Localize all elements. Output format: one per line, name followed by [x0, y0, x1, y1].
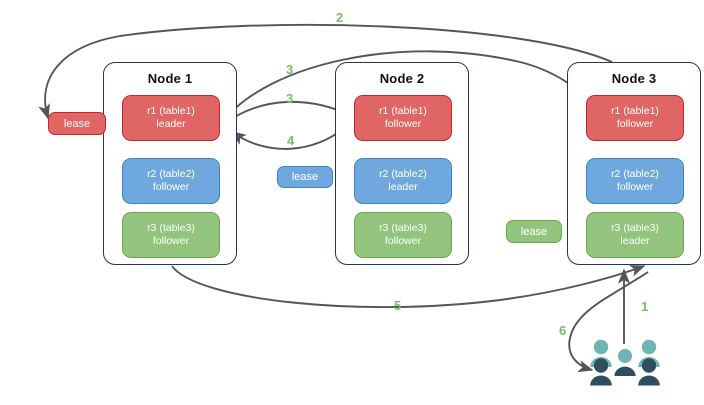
- node-title: Node 2: [379, 71, 425, 86]
- replica-role: leader: [388, 181, 418, 193]
- replica-role: follower: [616, 118, 654, 130]
- replica-r1[interactable]: r1 (table1) leader: [122, 95, 220, 141]
- replica-r3[interactable]: r3 (table3) follower: [354, 212, 452, 258]
- lease-label: lease: [520, 225, 548, 238]
- replica-name: r1 (table1): [611, 105, 659, 117]
- arrow-step-2: [38, 23, 613, 120]
- lease-label: lease: [291, 171, 319, 183]
- people-front-row: [590, 358, 660, 386]
- lease-label: lease: [63, 117, 91, 130]
- node-container-node2[interactable]: Node 2 r1 (table1) follower r2 (table2) …: [335, 62, 469, 265]
- replica-role: follower: [384, 118, 422, 130]
- lease-badge-red[interactable]: lease: [48, 112, 106, 135]
- step-label-1: 1: [641, 299, 649, 314]
- replica-role: follower: [616, 181, 654, 193]
- step-label-4: 4: [287, 133, 295, 148]
- replica-r2[interactable]: r2 (table2) follower: [122, 158, 220, 204]
- node-container-node1[interactable]: Node 1 r1 (table1) leader r2 (table2) fo…: [103, 62, 237, 265]
- replica-r2[interactable]: r2 (table2) follower: [586, 158, 684, 204]
- arrow-step-5: [171, 265, 646, 309]
- replica-name: r1 (table1): [147, 105, 195, 117]
- replica-name: r2 (table2): [611, 168, 659, 180]
- replica-role: follower: [152, 181, 190, 193]
- replica-name: r3 (table3): [379, 222, 427, 234]
- replica-r2[interactable]: r2 (table2) leader: [354, 158, 452, 204]
- step-label-3-lower: 3: [286, 91, 294, 106]
- replica-r3[interactable]: r3 (table3) follower: [122, 212, 220, 258]
- replica-name: r3 (table3): [611, 222, 659, 234]
- step-label-6: 6: [559, 323, 567, 338]
- replica-role: follower: [384, 235, 422, 247]
- lease-badge-blue[interactable]: lease: [277, 166, 333, 188]
- replica-name: r1 (table1): [379, 105, 427, 117]
- node-container-node3[interactable]: Node 3 r1 (table1) follower r2 (table2) …: [567, 62, 701, 265]
- step-label-3-upper: 3: [286, 62, 294, 77]
- replica-name: r2 (table2): [147, 168, 195, 180]
- replica-r1[interactable]: r1 (table1) follower: [354, 95, 452, 141]
- step-label-2: 2: [336, 10, 344, 25]
- replica-name: r2 (table2): [379, 168, 427, 180]
- node-title: Node 1: [147, 71, 193, 86]
- node-title: Node 3: [611, 71, 657, 86]
- replica-name: r3 (table3): [147, 222, 195, 234]
- replica-role: follower: [152, 235, 190, 247]
- people-group-icon: [590, 339, 660, 386]
- lease-badge-green[interactable]: lease: [506, 220, 562, 243]
- arrow-step-6: [568, 271, 649, 373]
- replica-r1[interactable]: r1 (table1) follower: [586, 95, 684, 141]
- replica-r3[interactable]: r3 (table3) leader: [586, 212, 684, 258]
- step-label-5: 5: [394, 298, 402, 313]
- replica-role: leader: [156, 118, 186, 130]
- replica-role: leader: [620, 235, 650, 247]
